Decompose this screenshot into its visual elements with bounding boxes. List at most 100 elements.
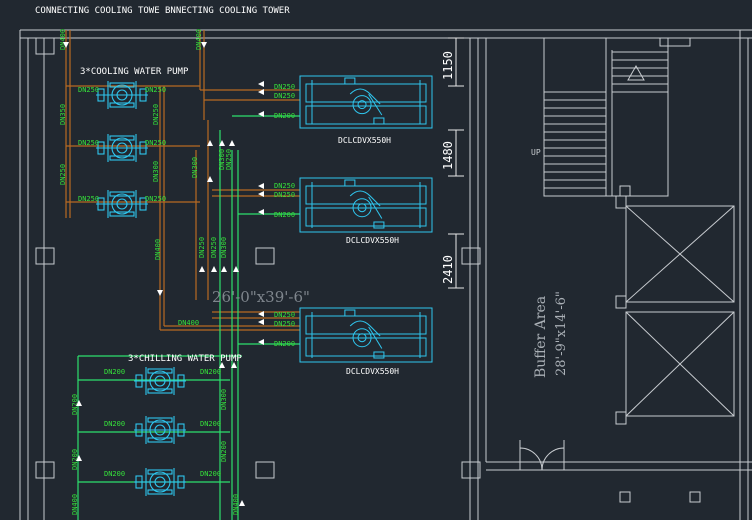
- pumps: [96, 81, 186, 496]
- flow-arrow-12: [258, 81, 264, 87]
- pipe-label-dn250-b: DN250: [152, 104, 160, 125]
- pipe-label-dn300-d: DN300: [220, 237, 228, 258]
- flow-arrow-3: [207, 140, 213, 146]
- flow-arrow-6: [199, 266, 205, 272]
- chiller-3: [299, 307, 433, 363]
- dimension-lines: [448, 37, 464, 289]
- dimension-1150: 1150: [441, 51, 455, 80]
- elevator-shafts: [615, 195, 735, 425]
- chiller-1-pipe-a: DN250: [274, 83, 295, 91]
- flow-arrow-4: [219, 140, 225, 146]
- flow-arrow-11: [207, 176, 213, 182]
- pipe-label-dn200-b: DN200: [200, 368, 221, 376]
- chiller-2-label: DCLCDVX550H: [346, 236, 399, 245]
- stair-up-label: UP: [531, 148, 541, 157]
- flow-arrow-7: [211, 266, 217, 272]
- flow-arrow-8: [221, 266, 227, 272]
- flow-arrow-22: [76, 455, 82, 461]
- flow-arrow-25: [231, 362, 237, 368]
- flow-arrow-1: [63, 42, 69, 48]
- chiller-2-pipe-a: DN250: [274, 182, 295, 190]
- staircase: [543, 37, 669, 197]
- chiller-1-pipe-c: DN200: [274, 112, 295, 120]
- pipe-label-dn250-g: DN250: [78, 195, 99, 203]
- pipe-label-dn250-f: DN250: [145, 139, 166, 147]
- pipe-label-dn250-c: DN250: [78, 86, 99, 94]
- pipe-label-dn250-e: DN250: [78, 139, 99, 147]
- flow-arrow-17: [258, 209, 264, 215]
- flow-arrows: [63, 42, 264, 506]
- chiller-1-pipe-b: DN250: [274, 92, 295, 100]
- pipe-label-dn400-e: DN400: [71, 494, 79, 515]
- flow-arrow-9: [233, 266, 239, 272]
- flow-arrow-19: [258, 319, 264, 325]
- chilling-pump-2: [134, 416, 186, 444]
- pipe-label-dn400-a: DN400: [59, 29, 67, 50]
- dimension-1480: 1480: [441, 141, 455, 170]
- dimension-2410: 2410: [441, 255, 455, 284]
- chiller-3-pipe-c: DN200: [274, 340, 295, 348]
- pipe-label-dn400-c: DN400: [154, 239, 162, 260]
- pipe-label-dn200-i: DN200: [220, 441, 228, 462]
- pipe-label-dn250-h: DN250: [145, 195, 166, 203]
- pipe-label-dn400-f: DN400: [232, 494, 240, 515]
- chiller-3-pipe-a: DN250: [274, 311, 295, 319]
- room-size-label: 26'-0"x39'-6": [212, 288, 310, 306]
- cooling-pump-2: [96, 134, 148, 162]
- flow-arrow-18: [258, 311, 264, 317]
- chiller-3-pipe-b: DN250: [274, 320, 295, 328]
- pipe-label-dn200-e: DN200: [104, 470, 125, 478]
- chiller-2-pipe-c: DN200: [274, 211, 295, 219]
- chilling-pump-title: 3*CHILLING WATER PUMP: [128, 354, 242, 364]
- flow-arrow-5: [229, 140, 235, 146]
- flow-arrow-13: [258, 89, 264, 95]
- flow-arrow-20: [258, 339, 264, 345]
- pipe-label-dn300-b: DN300: [191, 157, 199, 178]
- pipe-label-dn200-a: DN200: [104, 368, 125, 376]
- pipe-label-dn350-a: DN350: [59, 104, 67, 125]
- pipe-label-dn300-c: DN300: [218, 149, 226, 170]
- pipe-label-dn250-a: DN250: [59, 164, 67, 185]
- cooling-tower-label-right: BNNECTING COOLING TOWER: [165, 6, 290, 16]
- flow-arrow-21: [76, 400, 82, 406]
- pipe-label-dn300-e: DN300: [220, 389, 228, 410]
- chilling-pump-3: [134, 468, 186, 496]
- flow-arrow-16: [258, 191, 264, 197]
- chiller-2-pipe-b: DN250: [274, 191, 295, 199]
- buffer-area-size: 28'-9"x14'-6": [554, 291, 569, 376]
- pipe-label-dn200-h: DN200: [71, 449, 79, 470]
- pipe-label-dn200-g: DN200: [71, 394, 79, 415]
- chiller-1-label: DCLCDVX550H: [338, 136, 391, 145]
- pipe-label-dn200-c: DN200: [104, 420, 125, 428]
- pipe-label-dn300-a: DN300: [152, 161, 160, 182]
- chiller-1: [299, 75, 433, 129]
- pipe-label-dn250-d: DN250: [145, 86, 166, 94]
- chillers: [299, 75, 433, 363]
- cooling-water-pipes: [65, 30, 300, 331]
- pipe-label-dn200-f: DN200: [200, 470, 221, 478]
- flow-arrow-10: [157, 290, 163, 296]
- chiller-3-label: DCLCDVX550H: [346, 367, 399, 376]
- chiller-2: [299, 177, 433, 233]
- pipe-label-dn250-i: DN250: [225, 149, 233, 170]
- pipe-label-dn250-j: DN250: [198, 237, 206, 258]
- cooling-pump-3: [96, 190, 148, 218]
- building-walls: [19, 29, 752, 520]
- pipe-label-dn400-b: DN400: [195, 29, 203, 50]
- flow-arrow-2: [201, 42, 207, 48]
- pipe-label-dn200-d: DN200: [200, 420, 221, 428]
- cooling-pump-1: [96, 81, 148, 109]
- flow-arrow-24: [219, 362, 225, 368]
- flow-arrow-23: [239, 500, 245, 506]
- chilling-pump-1: [134, 367, 186, 395]
- buffer-area-label: Buffer Area 28'-9"x14'-6": [533, 291, 569, 378]
- chilled-water-pipes: [77, 115, 300, 520]
- buffer-area-name: Buffer Area: [533, 296, 549, 378]
- cooling-pump-title: 3*COOLING WATER PUMP: [80, 67, 189, 77]
- pipe-label-dn250-k: DN250: [210, 237, 218, 258]
- flow-arrow-14: [258, 111, 264, 117]
- flow-arrow-15: [258, 183, 264, 189]
- pipe-label-dn400-d: DN400: [178, 319, 199, 327]
